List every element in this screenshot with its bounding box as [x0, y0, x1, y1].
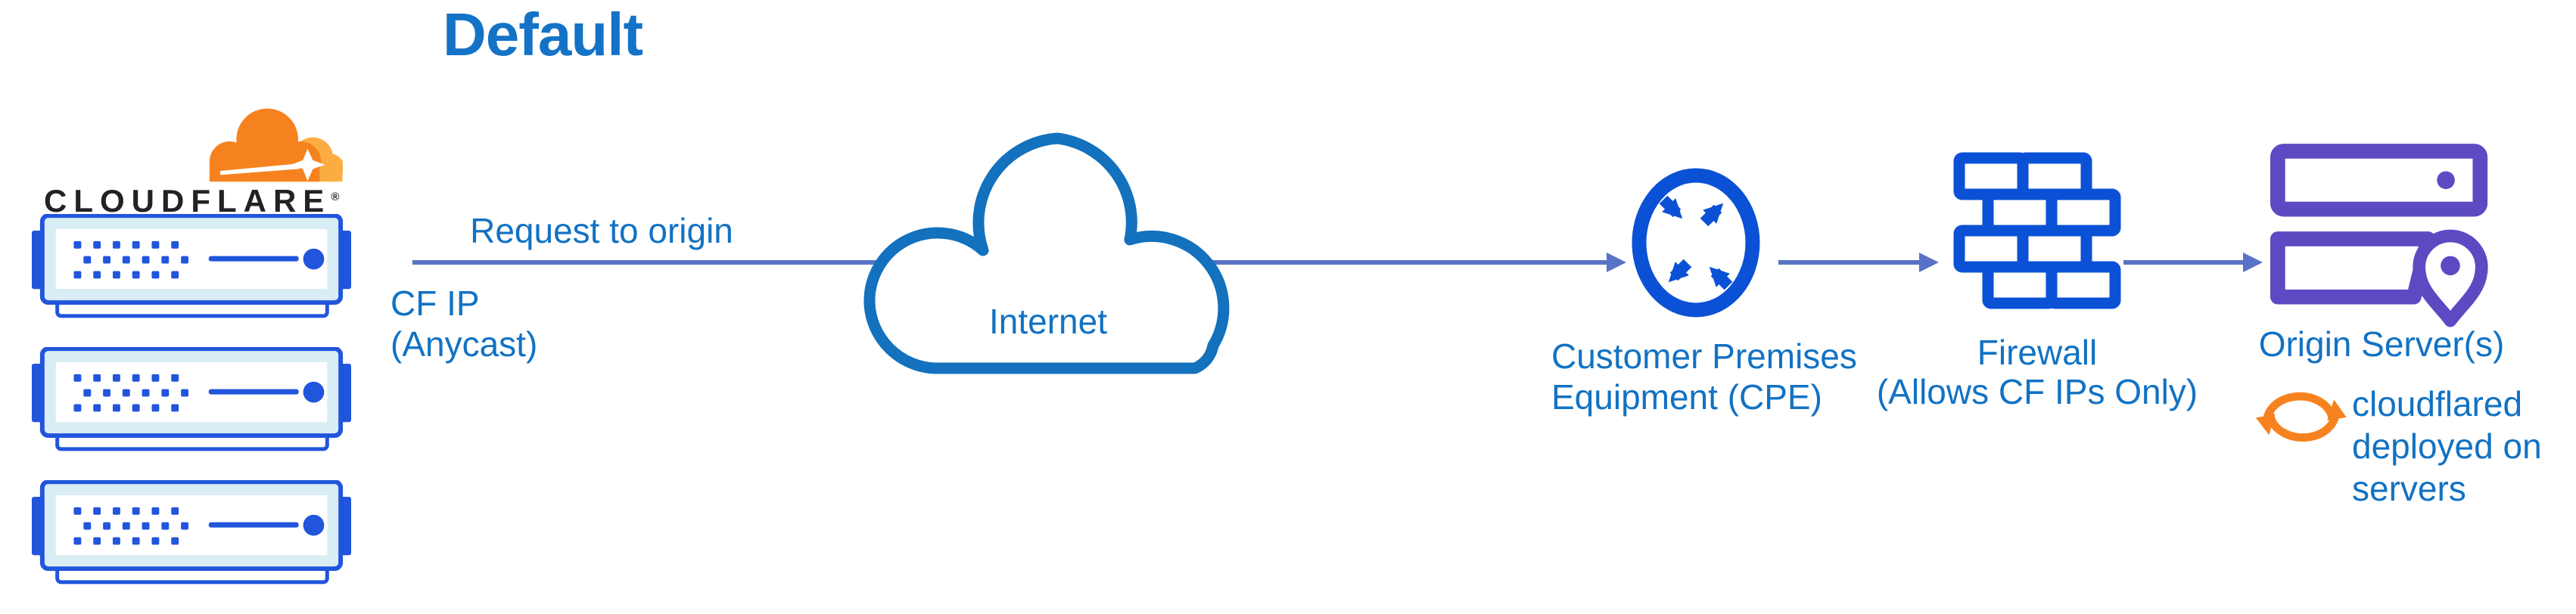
cpe-to-firewall-arrowhead-icon	[1919, 253, 1939, 272]
cloudflare-wordmark: CLOUDFLARE®	[44, 183, 339, 219]
cloudflared-line1: cloudflared	[2352, 384, 2523, 423]
firewall-label-line2: (Allows CF IPs Only)	[1876, 372, 2198, 411]
firewall-label: Firewall (Allows CF IPs Only)	[1871, 333, 2204, 411]
firewall-to-origin-arrowhead-icon	[2243, 253, 2263, 272]
registered-mark: ®	[331, 191, 340, 203]
cloudflared-sync-icon	[2255, 392, 2347, 442]
cf-ip-anycast-label: CF IP (Anycast)	[390, 283, 537, 364]
cpe-router-icon	[1632, 168, 1760, 318]
internet-label: Internet	[989, 302, 1107, 341]
cloudflare-cloud-icon	[209, 108, 343, 182]
origin-server-icon	[2270, 144, 2488, 327]
internet-cloud-icon	[863, 132, 1230, 374]
cpe-label-line2: Equipment (CPE)	[1551, 377, 1822, 417]
wordmark-text: CLOUDFLARE	[44, 183, 331, 219]
edge-server-icon-3	[30, 480, 353, 585]
cpe-label: Customer Premises Equipment (CPE)	[1551, 336, 1857, 417]
edge-server-icon-1	[30, 214, 353, 319]
cpe-to-firewall-line	[1778, 260, 1919, 265]
cpe-label-line1: Customer Premises	[1551, 336, 1857, 376]
cloudflared-line2: deployed on	[2352, 426, 2542, 466]
cf-ip-line1: CF IP	[390, 284, 480, 323]
cf-ip-line2: (Anycast)	[390, 324, 538, 364]
location-pin-icon	[2413, 229, 2488, 327]
firewall-label-line1: Firewall	[1977, 333, 2098, 372]
edge-server-icon-2	[30, 347, 353, 452]
firewall-to-origin-line	[2123, 260, 2243, 265]
cloudflared-line3: servers	[2352, 469, 2466, 508]
origin-server-label: Origin Server(s)	[2258, 324, 2505, 364]
request-to-origin-label: Request to origin	[470, 211, 733, 250]
cloudflare-logo: CLOUDFLARE®	[44, 102, 354, 219]
firewall-icon	[1953, 152, 2121, 309]
request-arrowhead-icon	[1607, 253, 1626, 272]
cloudflared-label: cloudflared deployed on servers	[2352, 383, 2542, 510]
page-title: Default	[443, 1, 643, 68]
